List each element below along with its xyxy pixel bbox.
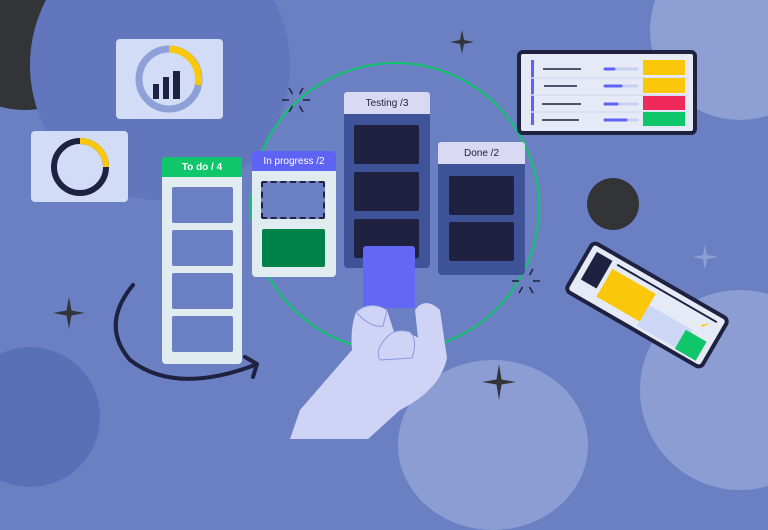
todo-card[interactable] xyxy=(172,230,233,266)
column-done-header: Done /2 xyxy=(438,142,525,164)
status-green xyxy=(643,112,685,126)
todo-card[interactable] xyxy=(172,187,233,223)
column-todo-header: To do / 4 xyxy=(162,157,242,177)
bar-chart-card xyxy=(116,39,223,119)
testing-card[interactable] xyxy=(354,125,419,164)
donut-card xyxy=(31,131,128,202)
done-card[interactable] xyxy=(449,222,514,261)
done-card[interactable] xyxy=(449,176,514,215)
burst-icon xyxy=(282,87,310,113)
status-red xyxy=(643,96,685,110)
column-todo: To do / 4 xyxy=(162,157,242,364)
drop-placeholder[interactable] xyxy=(261,181,325,219)
column-testing-header: Testing /3 xyxy=(344,92,430,114)
sparkle-icon xyxy=(450,30,474,54)
in-progress-card[interactable] xyxy=(262,229,325,267)
task-list-card xyxy=(517,50,697,135)
hand-holding-card xyxy=(290,246,447,439)
check-icon: ✓ xyxy=(697,319,711,333)
sparkle-icon xyxy=(482,364,516,400)
sparkle-icon xyxy=(692,244,718,270)
testing-card[interactable] xyxy=(354,172,419,211)
cycle-arrow-icon xyxy=(113,283,259,381)
bar-chart-icon xyxy=(135,45,203,113)
burst-icon xyxy=(512,268,540,294)
column-in-progress: In progress /2 xyxy=(252,151,336,277)
todo-card[interactable] xyxy=(172,273,233,309)
todo-card[interactable] xyxy=(172,316,233,352)
column-done: Done /2 xyxy=(438,142,525,275)
column-testing: Testing /3 xyxy=(344,92,430,268)
sparkle-icon xyxy=(53,297,85,329)
donut-chart-icon xyxy=(51,138,109,196)
dark-dot xyxy=(587,178,639,230)
column-in-progress-header: In progress /2 xyxy=(252,151,336,171)
dragged-card xyxy=(363,246,415,308)
status-yellow xyxy=(643,60,685,75)
bg-blob-bottomleft xyxy=(0,347,100,487)
status-yellow xyxy=(643,78,685,93)
